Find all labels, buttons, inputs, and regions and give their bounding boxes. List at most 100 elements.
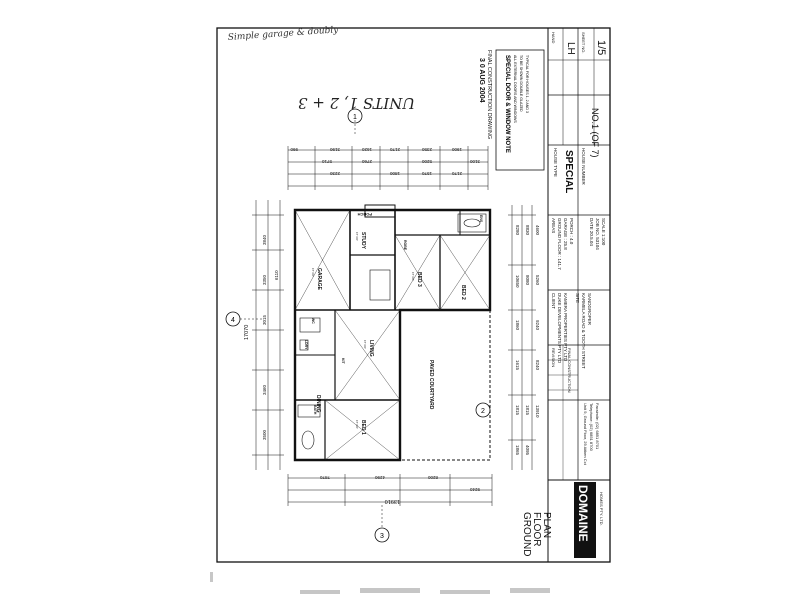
room-bed1: BED 1	[360, 420, 366, 435]
room-study: STUDY	[360, 232, 366, 250]
special-note-box: SPECIAL DOOR & WINDOW NOTE ALL EXTERNAL …	[495, 49, 545, 171]
room-bed2: BED 2	[460, 285, 466, 300]
special-note-title: SPECIAL DOOR & WINDOW NOTE	[504, 55, 510, 153]
dim-top2-4: 3100	[469, 159, 480, 164]
room-bed3: BED 3	[416, 272, 422, 287]
room-note-living: FT CP	[363, 340, 367, 349]
dim-left-3: 3015	[262, 314, 267, 325]
dim-left-2: 3350	[262, 274, 267, 285]
dim-mid-5: 1815	[525, 405, 530, 416]
dim-mid-1: 1860	[515, 320, 520, 331]
room-note-bed3: FT CP	[411, 272, 415, 281]
logo-name: DOMAINE	[576, 485, 590, 542]
room-garage: GARAGE	[316, 268, 322, 291]
dim-top3-4: 2170	[451, 171, 462, 176]
dimension-lines-bottom	[287, 474, 493, 506]
dim-top-2: 3190	[329, 147, 340, 152]
grid-markers: 1 2 3 4	[225, 108, 491, 543]
stamp-status: FINAL CONSTRUCTION DRAWING	[486, 50, 492, 139]
domaine-logo: DOMAINE HOMES PTY. LTD.	[574, 482, 604, 558]
floor-plan-walls	[293, 204, 492, 462]
dim-top-3: 1620	[361, 147, 372, 152]
handwritten-units: UNITS 1, 2 + 3	[298, 94, 415, 112]
room-dining: DINING	[315, 395, 321, 413]
house-type-label: HOUSE TYPE	[553, 148, 558, 177]
dim-overall-length: 17070	[244, 325, 250, 340]
room-laundry: LDRY	[304, 340, 308, 350]
area-porch: PORCH : 4.0	[569, 218, 574, 245]
dim-right-9: 13910	[535, 405, 540, 418]
stamp-date: 3 0 AUG 2004	[478, 58, 485, 103]
dim-right-8: 5260	[535, 275, 540, 286]
grid-marker-4: 4	[231, 317, 235, 324]
dim-bottom-3: 8200	[427, 475, 438, 480]
office-phone: Telephone: (02) 6851 8700	[589, 403, 594, 452]
site-line-1: KARMELA ROAD & TOOTH STREET	[581, 293, 586, 369]
room-diagonals	[294, 209, 491, 461]
room-note-study: FT CP	[355, 232, 359, 241]
dimension-lines-left	[252, 200, 284, 470]
client-line-1: DUKE DEVELOPMENTS PTY LTD	[557, 293, 562, 364]
dim-top2-1: 5710	[321, 159, 332, 164]
dim-bottom-2: 4290	[374, 475, 385, 480]
sheet-value: 1/5	[595, 40, 607, 55]
room-wc: WC	[311, 318, 315, 324]
dim-mid-6: 4095	[525, 445, 530, 456]
room-note-garage: FT CP	[311, 268, 315, 277]
client-label: CLIENT	[551, 293, 556, 309]
fixtures	[297, 213, 487, 450]
dim-bottom-4: 9240	[469, 487, 480, 492]
drawing-date: DATE 20.5.04	[589, 218, 594, 246]
site-line-2: SANDGROPER	[587, 293, 592, 326]
office-address: Unit 9, Ground Floor, 29 Aitken Cct	[583, 403, 588, 466]
revision-desc: FINAL CONSTRUCTION	[567, 348, 572, 393]
plan-title-line-2: FLOOR	[531, 512, 542, 546]
hand-value: LH	[565, 42, 576, 55]
room-robe: ROBE	[403, 240, 407, 251]
dim-right-7: 4600	[535, 225, 540, 236]
house-type-value: SPECIAL	[563, 150, 574, 193]
room-kitchen: KIT	[341, 358, 345, 365]
dim-right-1: 8280	[515, 225, 520, 236]
dim-right-2: 10650	[515, 275, 520, 288]
site-label: SITE	[575, 293, 580, 303]
dim-top3-2: 1800	[389, 171, 400, 176]
special-note-line-1: ALL EXTERNAL DOORS AND WINDOWS	[513, 55, 517, 123]
dim-top-4: 2170	[389, 147, 400, 152]
plan-title-line-3: PLAN	[541, 512, 552, 538]
dim-mid-3: 1815	[515, 405, 520, 416]
sheet-label: SHEET NO.	[581, 32, 586, 54]
dimension-lines-right	[508, 205, 536, 470]
room-bath: BATH	[313, 405, 317, 415]
client-line-2: KAMERA PROPERTIES PTY LTD	[563, 293, 568, 362]
special-note-line-2: TO BE SHOWN DOUBLE GLAZED	[519, 55, 523, 112]
dim-overall-width: 13910	[385, 498, 400, 504]
dim-top3-3: 1570	[421, 171, 432, 176]
dim-top3-1: 2230	[329, 171, 340, 176]
plan-title: GROUND FLOOR PLAN	[521, 512, 552, 556]
dim-left-4: 6110	[274, 270, 279, 280]
dim-top2-3: 5200	[421, 159, 432, 164]
dim-top-6: 1900	[451, 147, 462, 152]
revision-label: REVISION	[551, 348, 556, 367]
grid-marker-2: 2	[481, 408, 485, 415]
room-courtyard: PAVED COURTYARD	[428, 360, 434, 410]
house-number-label: HOUSE NUMBER	[581, 148, 586, 186]
dim-right-3: 8830	[525, 225, 530, 236]
grid-marker-3: 3	[380, 533, 384, 540]
grid-marker-1: 1	[353, 114, 357, 121]
scale-label: SCALE 1:100	[601, 218, 606, 246]
dimension-lines-top	[287, 146, 489, 190]
office-fax: Facsimile: (02) 6851 8701	[595, 403, 600, 450]
dim-right-5: 9240	[535, 320, 540, 331]
plan-title-line-1: GROUND	[521, 512, 532, 556]
room-living: LIVING	[368, 340, 374, 357]
dim-bottom-1: 7870	[319, 475, 330, 480]
scan-artifacts	[210, 572, 550, 594]
dim-left-1: 3840	[262, 234, 267, 245]
dim-top-5: 2350	[421, 147, 432, 152]
dim-left-6: 3500	[262, 429, 267, 440]
dim-mid-4: 1865	[515, 445, 520, 456]
job-number: JOB NO. 53104	[595, 218, 600, 250]
